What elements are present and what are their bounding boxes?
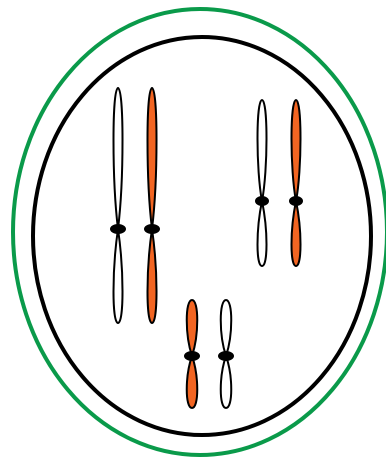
centromere [289, 196, 303, 206]
chromatid-upper [258, 100, 267, 201]
centromere [110, 224, 126, 234]
centromere [184, 351, 200, 361]
centromere [218, 351, 234, 361]
chromosome-short-light [218, 300, 234, 408]
chromatid-upper [292, 100, 301, 201]
centromere [144, 224, 160, 234]
centromere [255, 196, 269, 206]
chromosome-short-dark [184, 300, 200, 408]
